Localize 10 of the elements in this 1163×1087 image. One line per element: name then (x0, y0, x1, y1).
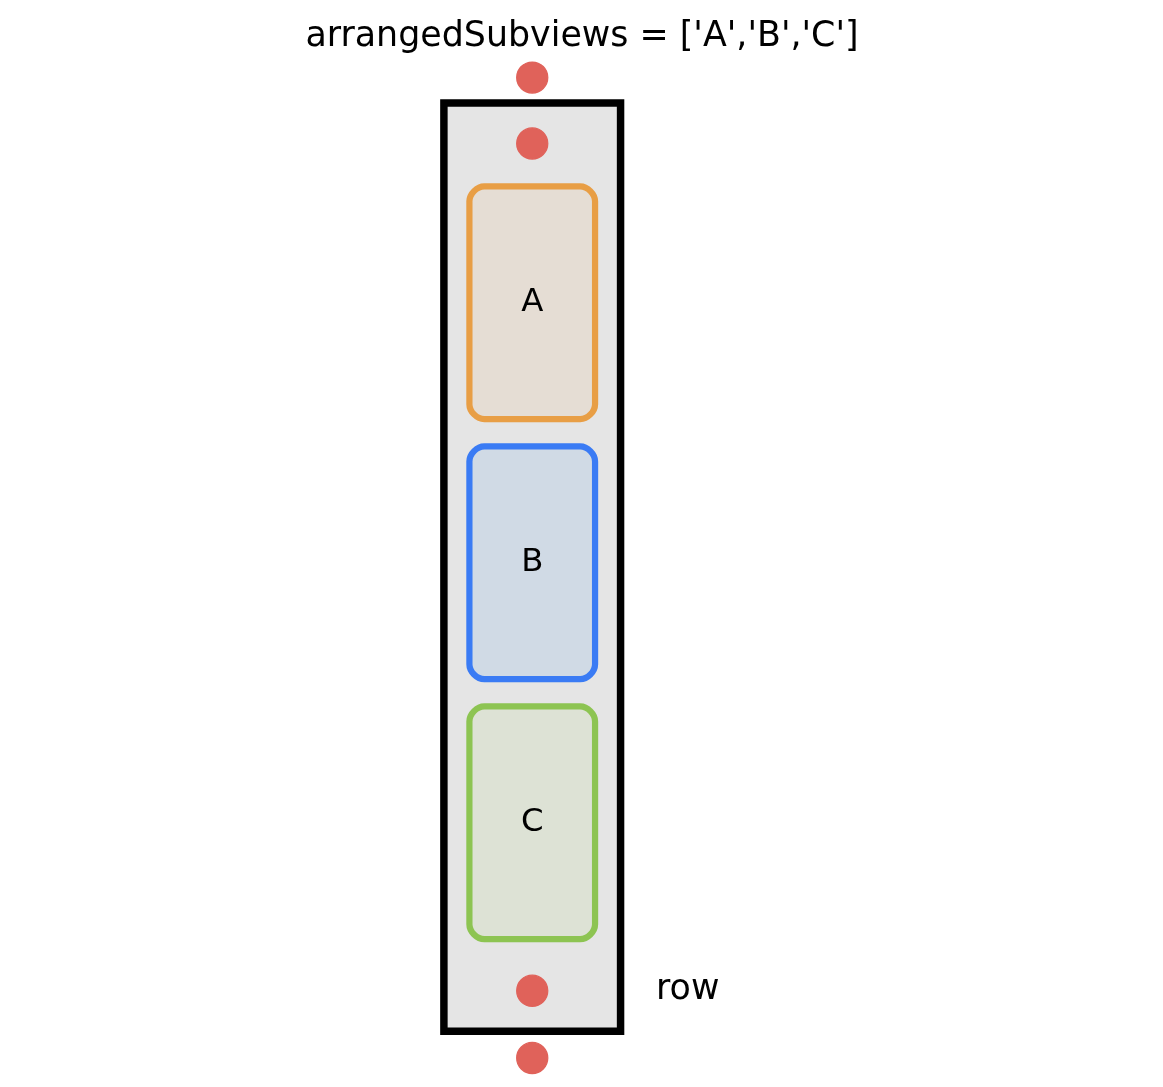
node-box: C (465, 703, 598, 943)
diagram-title: arrangedSubviews = ['A','B','C'] (304, 14, 859, 55)
node-circle (515, 61, 548, 94)
cluster (439, 99, 624, 1035)
label: row (655, 967, 719, 1008)
node-box: A (465, 183, 598, 423)
node-circle (515, 127, 548, 160)
node-circle (515, 974, 548, 1007)
node-box: B (465, 443, 598, 683)
node-circle (515, 1041, 548, 1075)
